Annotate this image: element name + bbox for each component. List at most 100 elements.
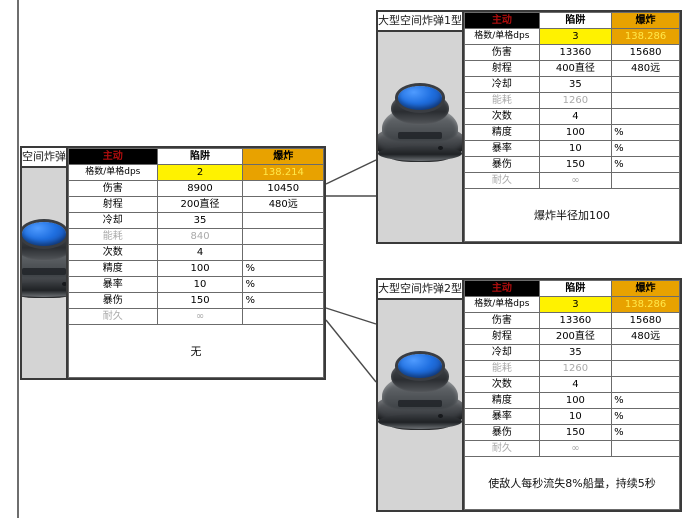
- stat-boom-value: %: [242, 292, 324, 309]
- stat-label: 精度: [464, 392, 540, 409]
- stat-label: 冷却: [464, 344, 540, 361]
- stat-trap-value: 100: [538, 124, 613, 141]
- stat-trap-value: ∞: [538, 440, 613, 457]
- stat-boom-value: %: [611, 140, 680, 157]
- space-bomb-icon: [22, 220, 66, 298]
- stat-label: 格数/单格dps: [464, 296, 540, 313]
- header-active: 主动: [464, 12, 540, 29]
- stat-label: 耐久: [68, 308, 158, 325]
- stat-boom-value: %: [242, 276, 324, 293]
- stat-label: 格数/单格dps: [464, 28, 540, 45]
- stat-label: 次数: [464, 108, 540, 125]
- stat-trap-value: 10: [538, 140, 613, 157]
- stat-boom-value: [611, 376, 680, 393]
- stats-header-row: 主动陷阱爆炸: [464, 280, 680, 297]
- card-artwork: [378, 32, 462, 242]
- stats-header-row: 主动陷阱爆炸: [464, 12, 680, 29]
- stat-trap-value: 13360: [538, 44, 613, 61]
- stat-label: 暴率: [464, 408, 540, 425]
- card-left-pane: 空间炸弹: [22, 148, 68, 378]
- header-boom: 爆炸: [611, 280, 680, 297]
- bomb-dome-light: [397, 354, 443, 378]
- stat-trap-value: 10: [538, 408, 613, 425]
- bomb-vent: [397, 131, 443, 139]
- stat-label: 次数: [464, 376, 540, 393]
- stat-trap-value: 100: [538, 392, 613, 409]
- card-left-pane: 大型空间炸弹1型: [378, 12, 464, 242]
- stat-trap-value: 4: [538, 376, 613, 393]
- stat-boom-value: [242, 308, 324, 325]
- stats-row: 耐久∞: [68, 308, 324, 325]
- stat-trap-value: 400直径: [538, 60, 613, 77]
- bomb-skirt: [378, 413, 462, 430]
- stat-boom-value: 138.214: [242, 164, 324, 181]
- stat-boom-value: %: [611, 124, 680, 141]
- card-artwork: [378, 300, 462, 510]
- card-artwork: [22, 168, 66, 378]
- bomb-vent: [22, 267, 66, 275]
- stat-label: 精度: [464, 124, 540, 141]
- page-left-rule: [17, 0, 19, 518]
- stat-trap-value: 4: [156, 244, 244, 261]
- stat-trap-value: 200直径: [156, 196, 244, 213]
- stats-header-row: 主动陷阱爆炸: [68, 148, 324, 165]
- stat-label: 耐久: [464, 172, 540, 189]
- header-boom: 爆炸: [242, 148, 324, 165]
- stat-label: 次数: [68, 244, 158, 261]
- header-active: 主动: [68, 148, 158, 165]
- stat-boom-value: [611, 344, 680, 361]
- stat-trap-value: 13360: [538, 312, 613, 329]
- stat-trap-value: 4: [538, 108, 613, 125]
- stat-label: 冷却: [68, 212, 158, 229]
- stat-label: 暴率: [68, 276, 158, 293]
- stat-label: 射程: [464, 328, 540, 345]
- header-boom: 爆炸: [611, 12, 680, 29]
- stat-trap-value: 3: [538, 28, 613, 45]
- header-trap: 陷阱: [156, 148, 244, 165]
- stat-label: 精度: [68, 260, 158, 277]
- stat-boom-value: [242, 244, 324, 261]
- stat-trap-value: 1260: [538, 360, 613, 377]
- bomb-skirt: [22, 281, 66, 298]
- stat-label: 能耗: [68, 228, 158, 245]
- header-trap: 陷阱: [538, 12, 613, 29]
- stat-label: 伤害: [464, 312, 540, 329]
- stat-trap-value: 100: [156, 260, 244, 277]
- stat-boom-value: 138.286: [611, 28, 680, 45]
- stat-label: 伤害: [464, 44, 540, 61]
- stat-trap-value: 8900: [156, 180, 244, 197]
- stat-boom-value: [611, 76, 680, 93]
- card-left-pane: 大型空间炸弹2型: [378, 280, 464, 510]
- bomb-dome-light: [22, 222, 66, 246]
- bomb-notch: [438, 413, 443, 418]
- stat-trap-value: 35: [156, 212, 244, 229]
- stat-boom-value: %: [611, 424, 680, 441]
- space-bomb-icon: [378, 84, 462, 162]
